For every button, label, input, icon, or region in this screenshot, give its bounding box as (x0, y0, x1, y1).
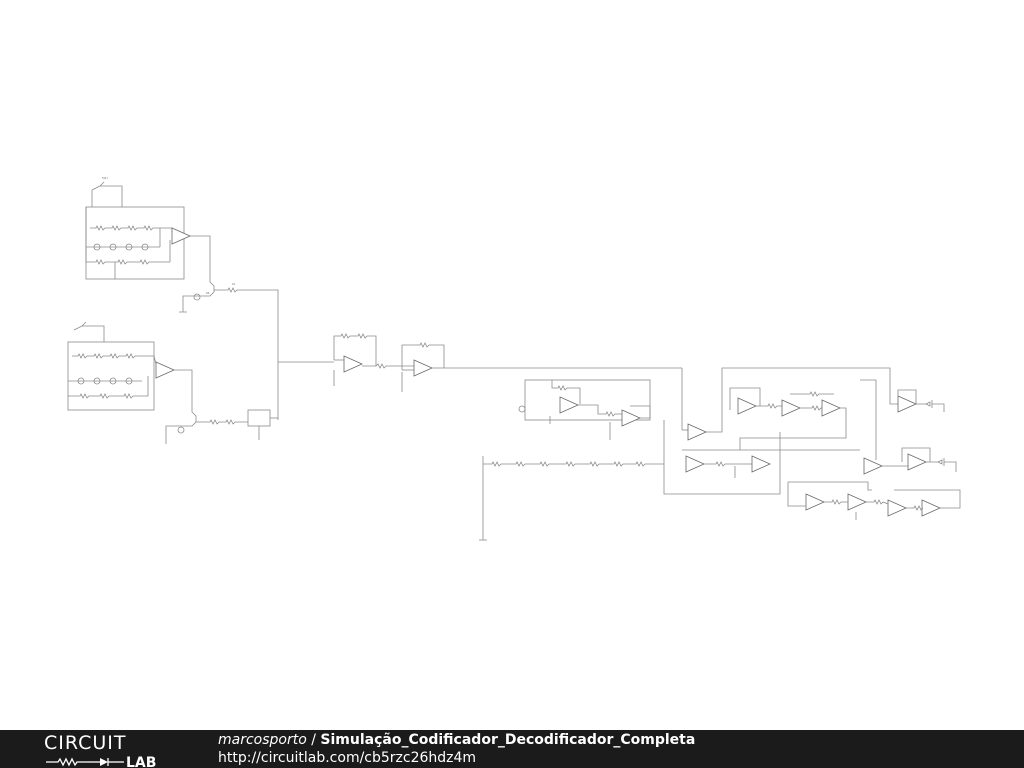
circuit-url[interactable]: http://circuitlab.com/cb5rzc26hdz4m (218, 750, 477, 766)
brand-top-text: CIRCUIT (44, 732, 127, 754)
footer-title-line: marcosporto / Simulação_Codificador_Deco… (218, 731, 695, 749)
svg-text:R6: R6 (206, 291, 210, 295)
footer-text: marcosporto / Simulação_Codificador_Deco… (218, 731, 695, 767)
encoder-block-top: R6 R1 SW1 (85, 176, 279, 420)
circuitlab-logo[interactable]: CIRCUIT LAB (44, 732, 174, 768)
author-link[interactable]: marcosporto (218, 732, 307, 748)
footer-bar: CIRCUIT LAB marcosporto / Simulação_Codi… (0, 730, 1024, 768)
separator: / (306, 732, 321, 748)
svg-text:SW1: SW1 (102, 176, 108, 180)
decoder-block (518, 367, 961, 520)
brand-bottom-text: LAB (126, 755, 156, 768)
circuit-schematic[interactable]: R6 R1 SW1 (0, 0, 1024, 730)
summing-stage (278, 333, 683, 430)
circuit-title[interactable]: Simulação_Codificador_Decodificador_Comp… (320, 732, 696, 748)
svg-text:R1: R1 (232, 282, 236, 286)
encoder-block-bottom (67, 321, 278, 444)
resistor-chain (479, 456, 664, 541)
schematic-canvas[interactable]: R6 R1 SW1 (0, 0, 1024, 730)
